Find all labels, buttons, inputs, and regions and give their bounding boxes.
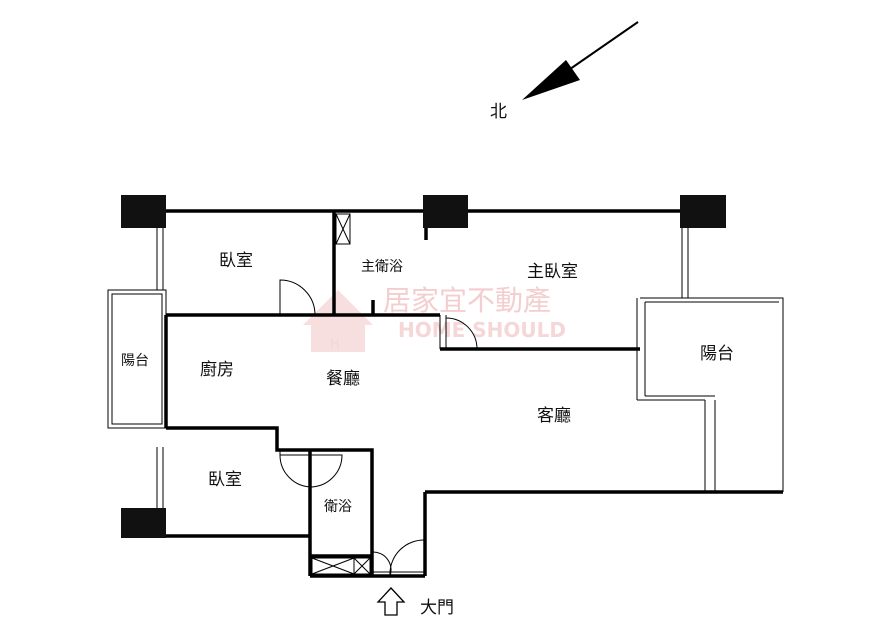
room-kitchen: 廚房 [200, 359, 234, 380]
svg-text:H: H [330, 337, 340, 351]
walls [164, 209, 783, 578]
room-master-bedroom: 主臥室 [527, 262, 578, 282]
doors [279, 279, 478, 577]
closets [311, 213, 371, 575]
svg-text:HOME SHOULD: HOME SHOULD [398, 318, 566, 342]
windows-and-railings [107, 228, 784, 508]
room-balcony-right: 陽台 [700, 344, 734, 364]
room-bedroom-2: 臥室 [208, 470, 242, 490]
north-label: 北 [490, 102, 507, 122]
room-dining: 餐廳 [326, 369, 360, 389]
room-balcony-left: 陽台 [121, 353, 149, 369]
svg-text:居家宜不動產: 居家宜不動產 [383, 284, 551, 317]
entrance-label: 大門 [420, 598, 454, 618]
north-arrow-icon [522, 21, 639, 100]
room-bedroom-1: 臥室 [219, 251, 253, 271]
room-bath: 衛浴 [324, 499, 352, 515]
room-living: 客廳 [537, 406, 571, 426]
room-master-bath: 主衛浴 [361, 259, 403, 275]
structural-columns [121, 195, 726, 538]
watermark: H 居家宜不動產 HOME SHOULD [303, 284, 566, 352]
entrance-arrow-icon [376, 587, 406, 616]
